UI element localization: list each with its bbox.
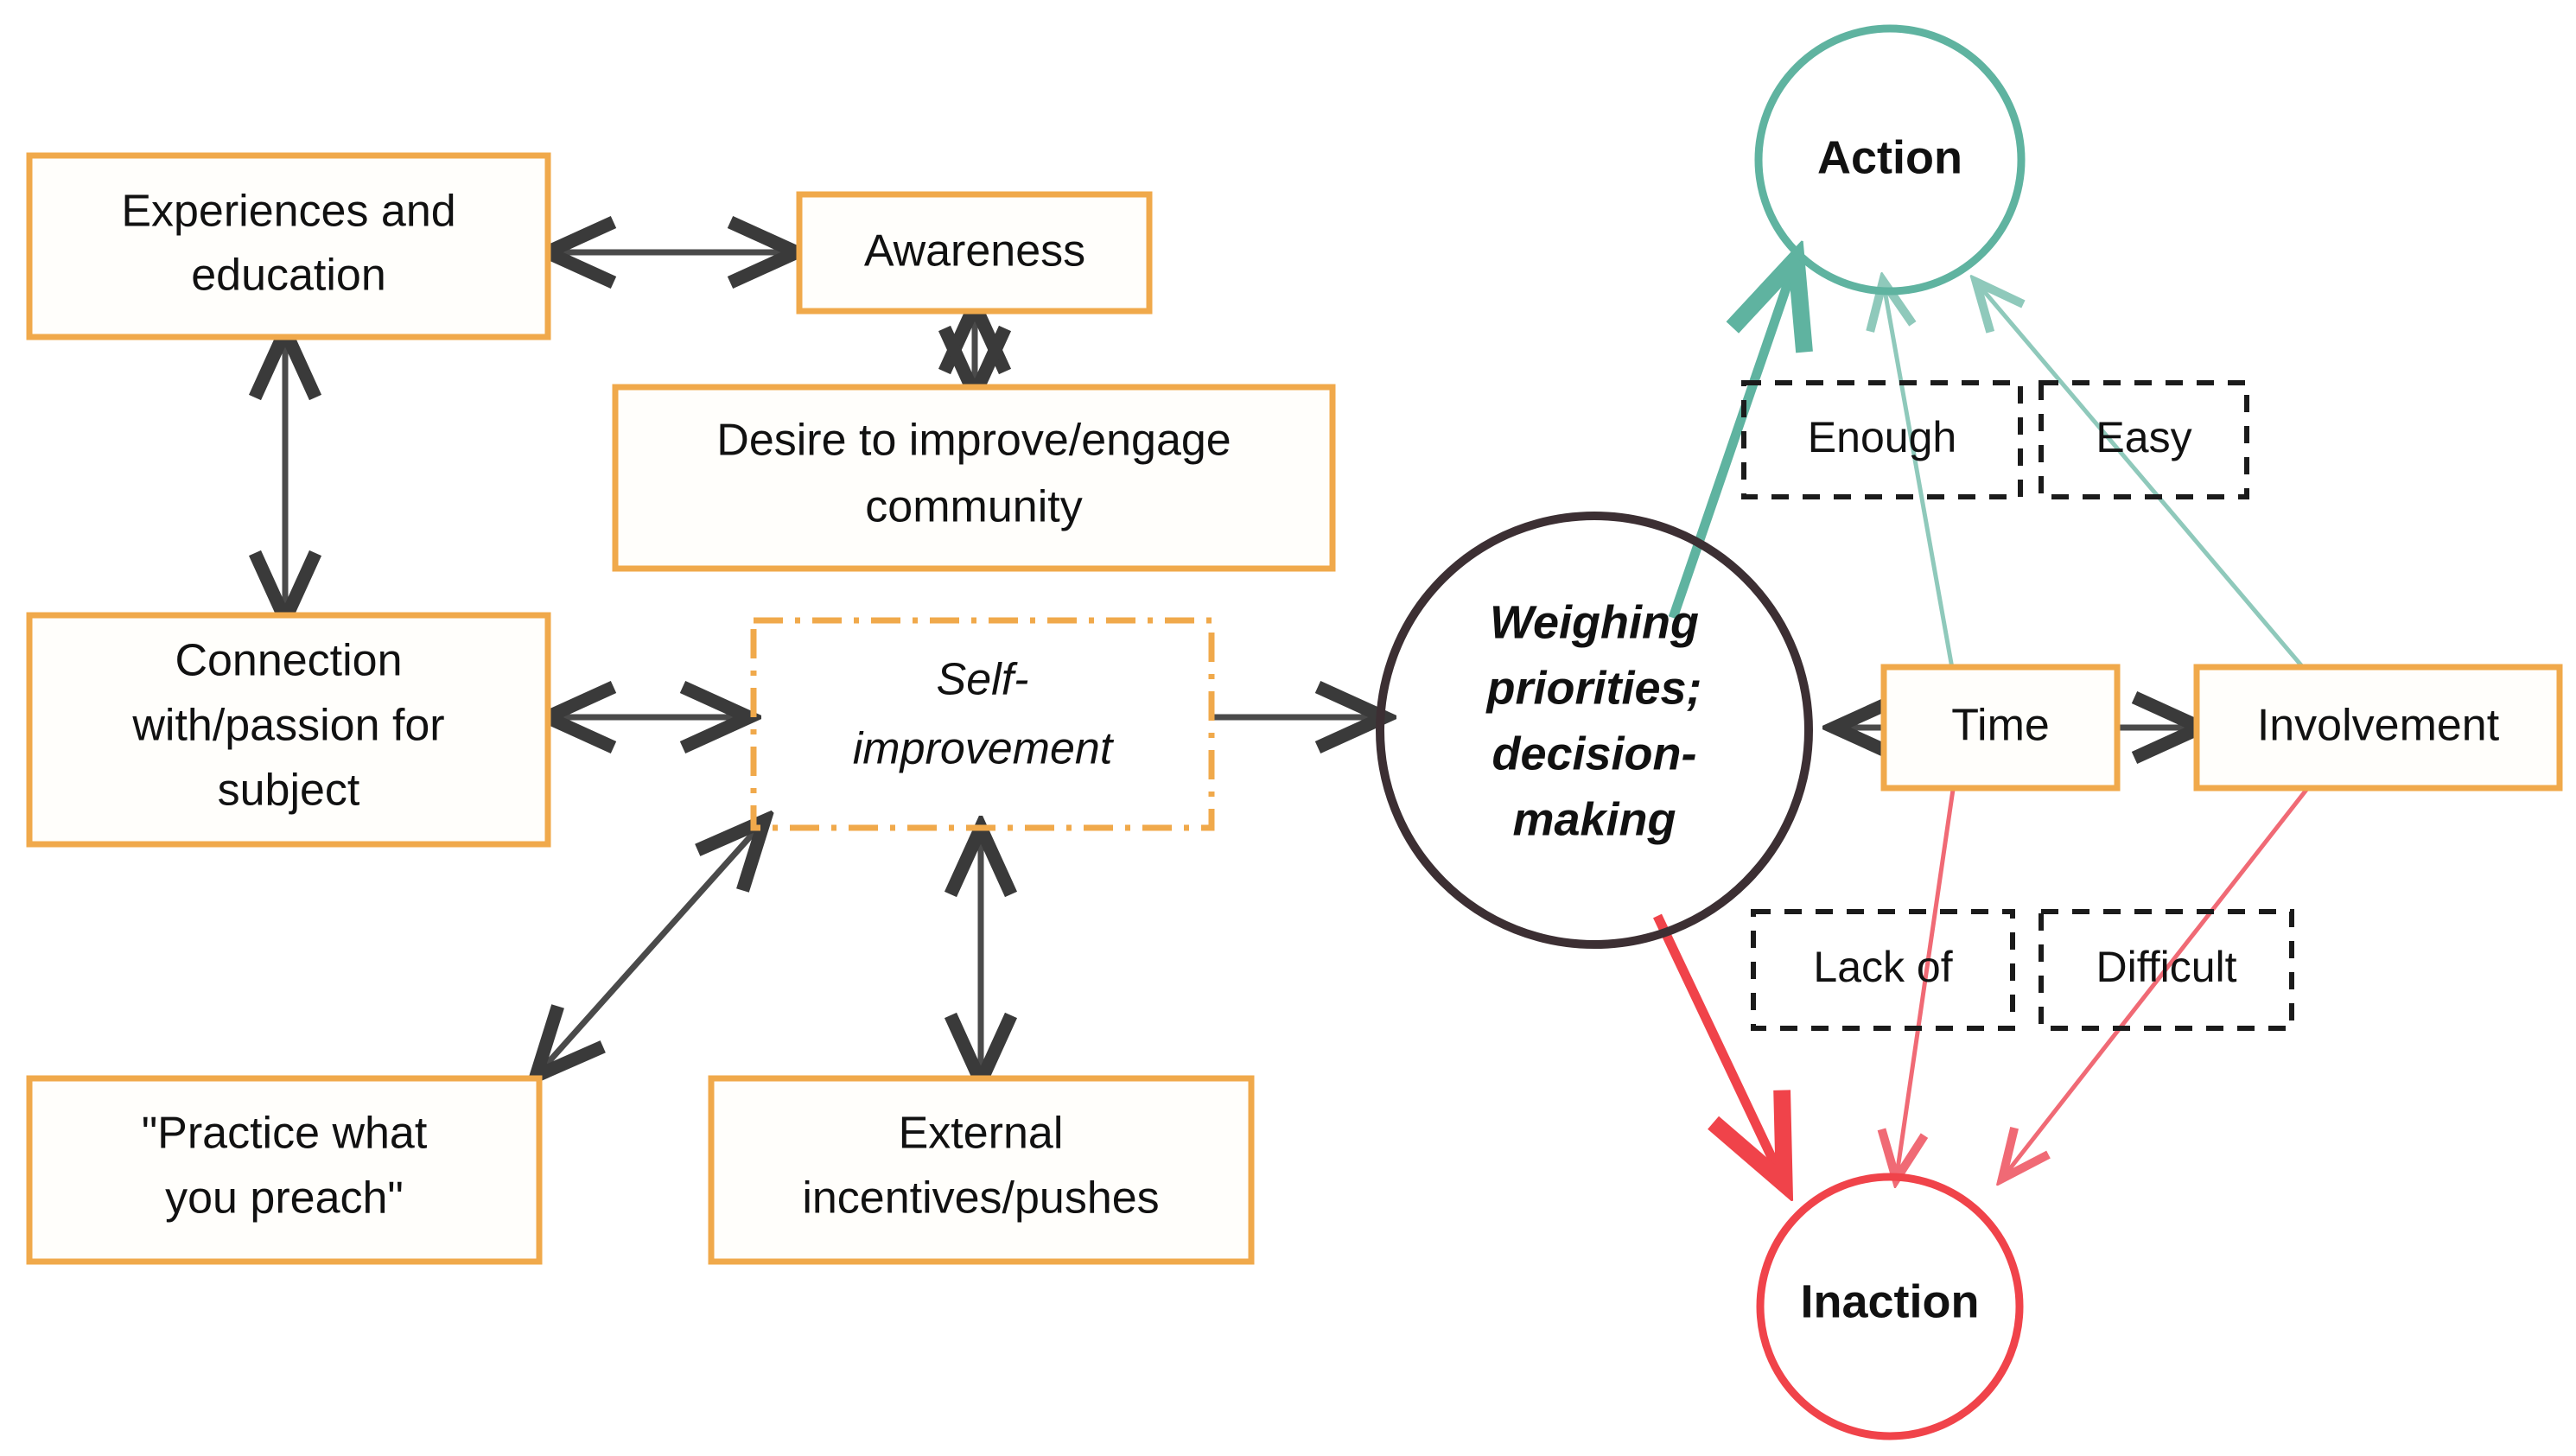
- edge-time-to-action: [1884, 285, 1957, 683]
- node-label: Self-: [937, 655, 1029, 705]
- node-label: community: [865, 482, 1082, 532]
- node-difficult[interactable]: Difficult: [2039, 909, 2294, 1031]
- node-label: Easy: [2096, 413, 2191, 461]
- node-label: Time: [1951, 701, 2050, 751]
- node-label: improvement: [853, 724, 1115, 774]
- node-label: Inaction: [1800, 1275, 1979, 1327]
- node-weighing-priorities[interactable]: Weighing priorities; decision- making: [1376, 512, 1813, 949]
- edge-weighing-to-action: [1668, 268, 1793, 620]
- node-practice-what-you-preach[interactable]: "Practice what you preach": [26, 1075, 543, 1265]
- node-lack-of[interactable]: Lack of: [1751, 909, 2015, 1031]
- node-label: incentives/pushes: [802, 1173, 1159, 1224]
- edge-time-to-inaction: [1897, 777, 1957, 1175]
- node-enough[interactable]: Enough: [1741, 380, 2023, 499]
- node-label: Experiences and: [121, 187, 455, 237]
- node-label: Enough: [1808, 413, 1956, 461]
- node-easy[interactable]: Easy: [2039, 380, 2249, 499]
- node-label: decision-: [1492, 728, 1696, 779]
- node-label: making: [1512, 793, 1676, 845]
- node-label: Connection: [175, 636, 402, 686]
- node-label: Action: [1817, 131, 1962, 183]
- node-label: education: [191, 251, 386, 301]
- node-self-improvement[interactable]: Self- improvement: [750, 617, 1215, 831]
- edge-involvement-to-inaction: [2005, 776, 2318, 1175]
- node-label: Difficult: [2096, 943, 2236, 991]
- edge-weighing-to-inaction: [1653, 913, 1780, 1175]
- node-experiences-and-education[interactable]: Experiences and education: [26, 152, 551, 340]
- node-connection-with-passion[interactable]: Connection with/passion for subject: [26, 612, 551, 848]
- node-inaction[interactable]: Inaction: [1756, 1173, 2024, 1440]
- node-label: you preach": [165, 1173, 404, 1224]
- node-label: priorities;: [1485, 662, 1701, 714]
- node-label: External: [899, 1109, 1064, 1159]
- node-action[interactable]: Action: [1754, 24, 2026, 296]
- node-label: Weighing: [1490, 596, 1699, 648]
- edge-involvement-to-action: [1979, 285, 2318, 684]
- edge-practice-selfimprovement: [540, 825, 760, 1071]
- node-label: with/passion for: [131, 701, 444, 751]
- node-label: Involvement: [2257, 701, 2500, 751]
- node-label: Lack of: [1813, 943, 1952, 991]
- node-label: Desire to improve/engage: [716, 416, 1231, 466]
- node-involvement[interactable]: Involvement: [2193, 664, 2563, 792]
- node-desire-to-improve[interactable]: Desire to improve/engage community: [612, 384, 1336, 572]
- node-label: "Practice what: [142, 1109, 428, 1159]
- node-external-incentives[interactable]: External incentives/pushes: [708, 1075, 1255, 1265]
- node-label: subject: [218, 766, 360, 816]
- node-label: Awareness: [864, 226, 1085, 277]
- node-time[interactable]: Time: [1880, 664, 2121, 792]
- node-awareness[interactable]: Awareness: [796, 191, 1153, 315]
